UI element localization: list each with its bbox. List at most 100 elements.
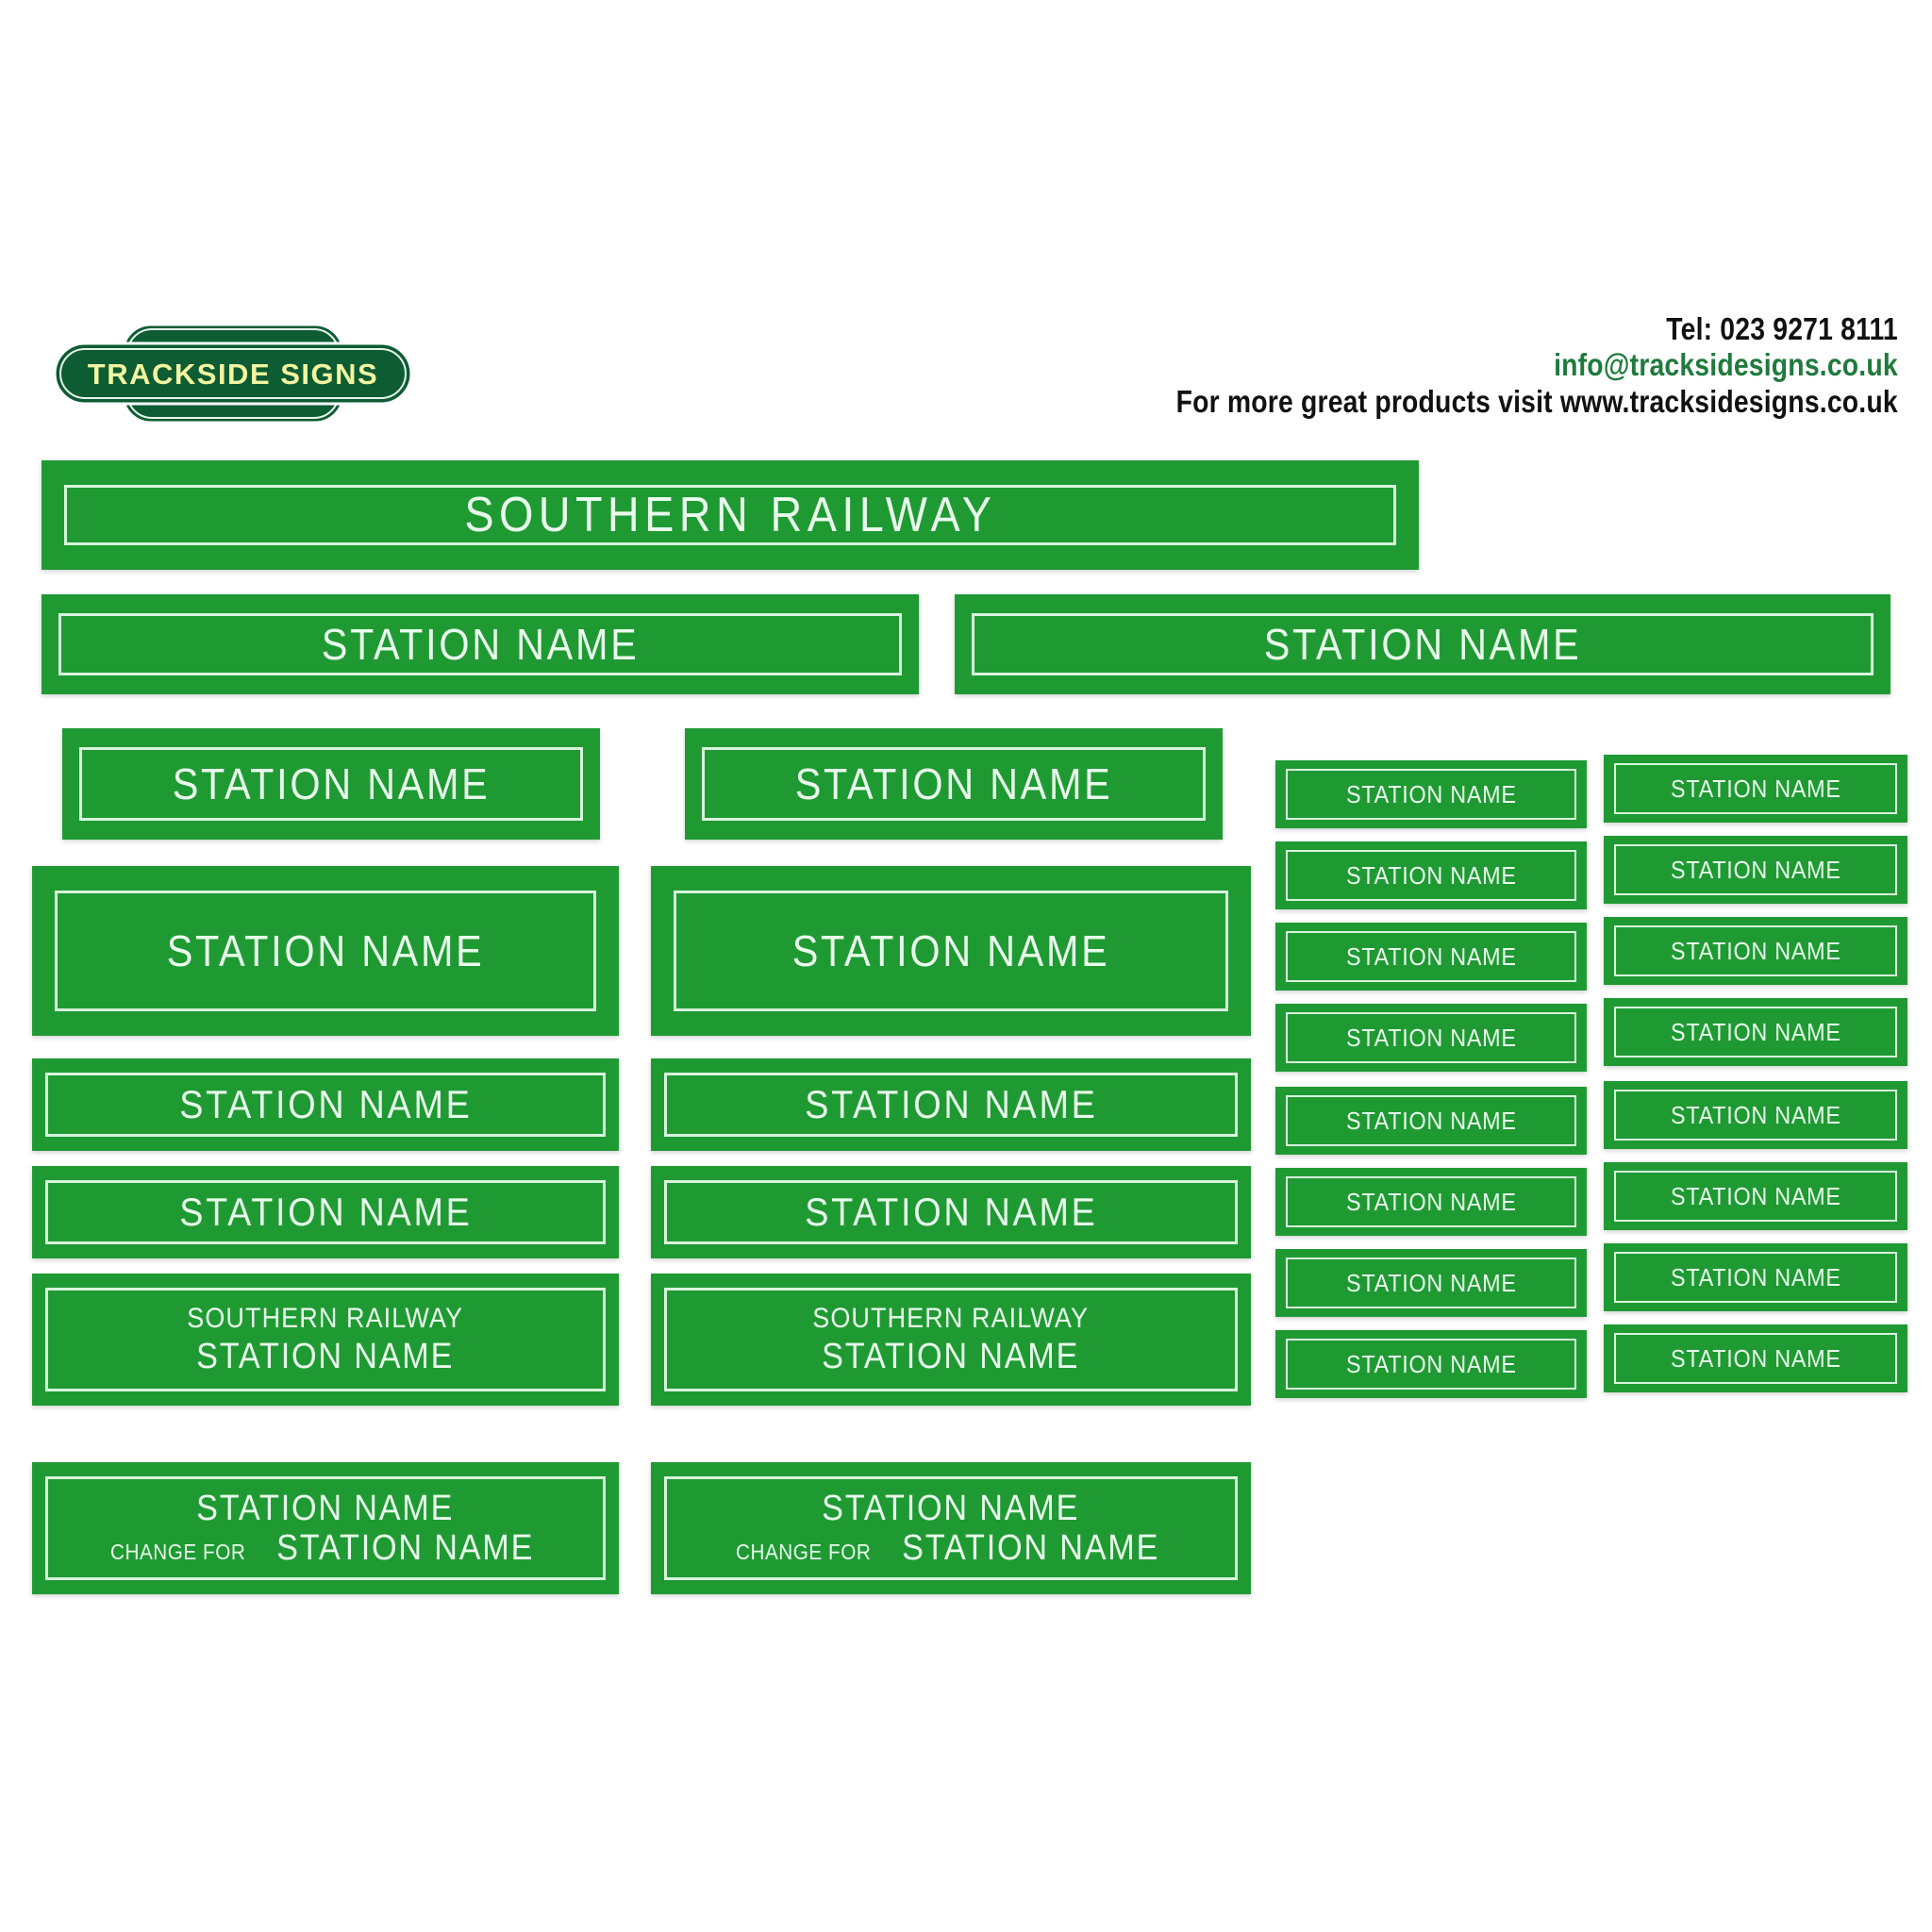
sign-inner-border: SOUTHERN RAILWAY STATION NAME xyxy=(664,1288,1238,1391)
sign-southern-railway-banner[interactable]: SOUTHERN RAILWAY xyxy=(42,460,1419,570)
sign-station-name-row6-left[interactable]: STATION NAME xyxy=(32,1166,619,1258)
sign-inner-border: SOUTHERN RAILWAY STATION NAME xyxy=(45,1288,606,1391)
sign-station-name-row3-mid[interactable]: STATION NAME xyxy=(685,728,1223,840)
sign-inner-border: STATION NAME xyxy=(1286,769,1576,820)
sign-station-name-row4-mid[interactable]: STATION NAME xyxy=(651,866,1251,1036)
sign-inner-border: STATION NAME xyxy=(674,891,1228,1011)
sign-southern-station-left[interactable]: SOUTHERN RAILWAY STATION NAME xyxy=(32,1274,619,1406)
contact-block: Tel: 023 9271 8111 info@tracksidesigns.c… xyxy=(1058,311,1898,420)
sign-inner-border: STATION NAME xyxy=(58,613,902,675)
sign-station-name-small-13[interactable]: STATION NAME xyxy=(1275,1249,1587,1317)
sign-text: STATION NAME xyxy=(166,926,485,975)
sign-text: STATION NAME xyxy=(804,1082,1098,1126)
sign-change-for-left[interactable]: STATION NAME CHANGE FOR STATION NAME xyxy=(32,1462,619,1594)
sign-text: STATION NAME xyxy=(1670,1101,1841,1129)
sign-inner-border: STATION NAME xyxy=(1614,1252,1897,1303)
sign-text: STATION NAME xyxy=(1670,1263,1841,1291)
sign-text: STATION NAME xyxy=(1345,1188,1517,1216)
sign-text: STATION NAME xyxy=(791,926,1110,975)
sign-station-name-small-5[interactable]: STATION NAME xyxy=(1275,923,1587,991)
sign-text: STATION NAME xyxy=(1345,1350,1517,1378)
sign-text: STATION NAME xyxy=(178,1190,473,1234)
sign-station-name-small-10[interactable]: STATION NAME xyxy=(1604,1081,1907,1149)
sign-text: STATION NAME xyxy=(1345,1024,1517,1052)
contact-email[interactable]: info@tracksidesigns.co.uk xyxy=(1554,347,1898,383)
sign-text-change-for: CHANGE FOR xyxy=(109,1540,246,1564)
sign-text: STATION NAME xyxy=(1263,620,1582,669)
sign-inner-border: STATION NAME CHANGE FOR STATION NAME xyxy=(45,1476,606,1580)
sign-station-name-small-15[interactable]: STATION NAME xyxy=(1275,1330,1587,1398)
sign-inner-border: STATION NAME xyxy=(1614,1007,1897,1058)
sign-inner-border: STATION NAME xyxy=(1614,1333,1897,1384)
sign-station-name-small-2[interactable]: STATION NAME xyxy=(1604,755,1907,823)
sign-text-line2: STATION NAME xyxy=(822,1337,1080,1376)
sign-southern-station-mid[interactable]: SOUTHERN RAILWAY STATION NAME xyxy=(651,1274,1251,1406)
sign-text-line1: STATION NAME xyxy=(196,1489,455,1528)
sign-inner-border: STATION NAME xyxy=(1286,1095,1576,1146)
sign-inner-border: STATION NAME xyxy=(1614,844,1897,895)
sign-text: STATION NAME xyxy=(1670,1182,1841,1210)
sign-text-line1: SOUTHERN RAILWAY xyxy=(187,1303,464,1334)
sign-inner-border: STATION NAME xyxy=(1286,850,1576,901)
sign-station-name-small-4[interactable]: STATION NAME xyxy=(1604,836,1907,904)
sign-text: STATION NAME xyxy=(794,759,1113,808)
sign-text: STATION NAME xyxy=(1345,1107,1517,1135)
sign-inner-border: STATION NAME xyxy=(1614,925,1897,976)
sign-station-name-small-12[interactable]: STATION NAME xyxy=(1604,1162,1907,1230)
sign-inner-border: STATION NAME xyxy=(79,747,583,821)
sign-text-line2: STATION NAME xyxy=(902,1528,1160,1568)
sign-inner-border: STATION NAME xyxy=(664,1180,1238,1244)
sign-inner-border: STATION NAME xyxy=(1286,1012,1576,1063)
sign-station-name-row6-mid[interactable]: STATION NAME xyxy=(651,1166,1251,1258)
sign-inner-border: STATION NAME xyxy=(664,1073,1238,1137)
sign-text-line2: STATION NAME xyxy=(276,1528,535,1568)
sign-text: STATION NAME xyxy=(1345,780,1517,808)
sign-inner-border: STATION NAME xyxy=(972,613,1874,675)
sign-station-name-row5-left[interactable]: STATION NAME xyxy=(32,1058,619,1151)
sign-station-name-small-8[interactable]: STATION NAME xyxy=(1604,998,1907,1066)
sign-inner-border: SOUTHERN RAILWAY xyxy=(64,485,1396,545)
contact-telephone: Tel: 023 9271 8111 xyxy=(1666,311,1898,346)
trackside-signs-totem-logo[interactable]: TRACKSIDE SIGNS xyxy=(49,321,417,426)
sign-station-name-row3-left[interactable]: STATION NAME xyxy=(62,728,600,840)
sign-text: STATION NAME xyxy=(1670,1018,1841,1046)
sign-text: STATION NAME xyxy=(1670,1344,1841,1373)
sign-inner-border: STATION NAME xyxy=(1286,1339,1576,1390)
sign-station-name-row4-left[interactable]: STATION NAME xyxy=(32,866,619,1036)
sign-inner-border: STATION NAME xyxy=(1286,931,1576,982)
sign-text: STATION NAME xyxy=(178,1082,473,1126)
sign-station-name-small-14[interactable]: STATION NAME xyxy=(1604,1243,1907,1311)
contact-website[interactable]: For more great products visit www.tracks… xyxy=(1175,383,1898,419)
sign-inner-border: STATION NAME xyxy=(1614,1171,1897,1222)
sign-text: STATION NAME xyxy=(1345,942,1517,971)
sign-station-name-small-16[interactable]: STATION NAME xyxy=(1604,1324,1907,1392)
sign-station-name-small-1[interactable]: STATION NAME xyxy=(1275,760,1587,828)
sign-inner-border: STATION NAME xyxy=(1614,1090,1897,1141)
sign-station-name-small-3[interactable]: STATION NAME xyxy=(1275,841,1587,909)
sign-station-name-row5-mid[interactable]: STATION NAME xyxy=(651,1058,1251,1151)
sign-station-name-small-7[interactable]: STATION NAME xyxy=(1275,1004,1587,1072)
sign-inner-border: STATION NAME xyxy=(45,1073,606,1137)
sign-inner-border: STATION NAME xyxy=(1614,763,1897,814)
sign-text-line1: SOUTHERN RAILWAY xyxy=(812,1303,1090,1334)
sign-text-line1: STATION NAME xyxy=(822,1489,1080,1528)
sign-text: STATION NAME xyxy=(1670,856,1841,884)
logo-text: TRACKSIDE SIGNS xyxy=(88,358,378,391)
sign-text: SOUTHERN RAILWAY xyxy=(464,488,996,542)
sign-station-name-small-11[interactable]: STATION NAME xyxy=(1275,1168,1587,1236)
sign-text-line2: STATION NAME xyxy=(196,1337,455,1376)
sign-text: STATION NAME xyxy=(1345,861,1517,890)
sign-station-name-row2-left[interactable]: STATION NAME xyxy=(42,594,919,694)
page-header: TRACKSIDE SIGNS Tel: 023 9271 8111 info@… xyxy=(0,0,1932,443)
sign-station-name-small-6[interactable]: STATION NAME xyxy=(1604,917,1907,985)
sign-inner-border: STATION NAME xyxy=(702,747,1206,821)
sign-inner-border: STATION NAME xyxy=(55,891,596,1011)
sign-change-for-mid[interactable]: STATION NAME CHANGE FOR STATION NAME xyxy=(651,1462,1251,1594)
sign-text: STATION NAME xyxy=(1670,937,1841,965)
sign-station-name-small-9[interactable]: STATION NAME xyxy=(1275,1087,1587,1155)
sign-inner-border: STATION NAME xyxy=(1286,1257,1576,1308)
sign-text: STATION NAME xyxy=(804,1190,1098,1234)
sign-text: STATION NAME xyxy=(321,620,640,669)
totem-logo-icon: TRACKSIDE SIGNS xyxy=(53,323,413,425)
sign-station-name-row2-right[interactable]: STATION NAME xyxy=(955,594,1890,694)
